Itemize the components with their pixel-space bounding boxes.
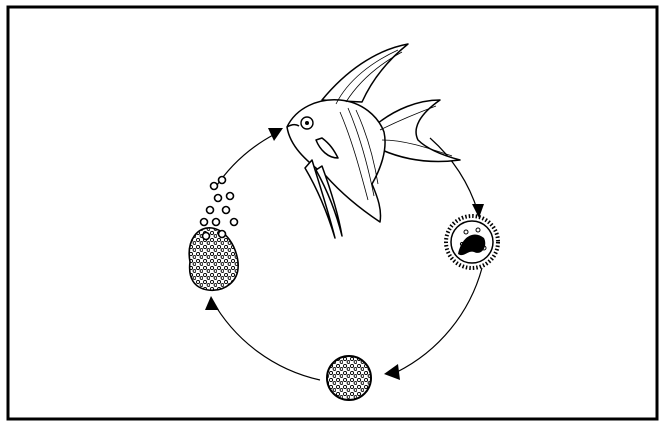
frame-border: [8, 7, 657, 419]
cyst-icon: [327, 356, 371, 400]
fish-eye: [301, 117, 313, 129]
